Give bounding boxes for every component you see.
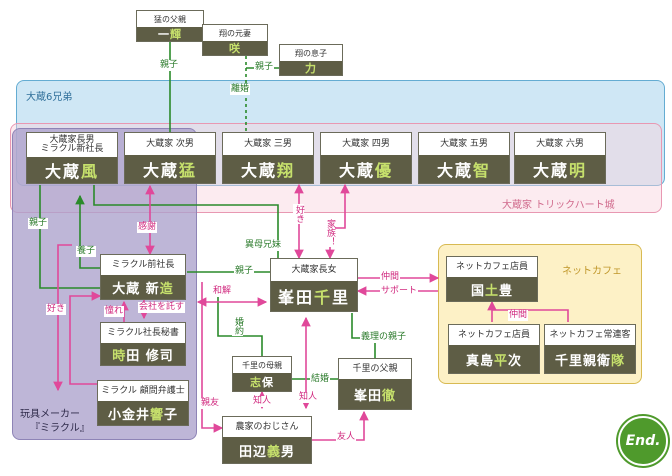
link-shinzou-shiho: [217, 286, 263, 356]
node-tokita[interactable]: ミラクル社長秘書 時田 修司: [100, 322, 186, 366]
node-name: 大蔵 猛: [125, 155, 215, 183]
node-name: 咲: [203, 41, 267, 55]
node-caption: 翔の元妻: [219, 28, 251, 38]
end-badge: End.: [618, 416, 668, 466]
castle-region-label: 大蔵家 トリックハート城: [502, 200, 615, 211]
node-akira[interactable]: 大蔵家 六男 大蔵 明: [514, 132, 606, 184]
link-friend: [312, 410, 369, 441]
link-kogai-shinzou: [69, 291, 102, 385]
relation-label-parent-chisato: 親子: [234, 266, 255, 277]
relation-label-reconcile: 和解: [212, 286, 233, 297]
node-takeshi[interactable]: 大蔵家 次男 大蔵 猛: [124, 132, 216, 184]
relation-label-acquaintance-2: 知人: [298, 392, 319, 403]
node-name: 大蔵 風: [27, 157, 117, 183]
node-caption: 猛の父親: [154, 14, 186, 24]
node-name: 大蔵 智: [419, 155, 509, 183]
node-name: 志保: [233, 373, 291, 391]
node-caption: 大蔵家長女: [291, 264, 337, 275]
node-name: 真島 平次: [449, 345, 539, 373]
node-caption: 大蔵家 次男: [146, 138, 194, 149]
node-kogai[interactable]: ミラクル 顧問弁護士 小金井 響子: [97, 380, 189, 426]
node-chisato-guard[interactable]: ネットカフェ常連客 千里親衛隊: [544, 324, 636, 374]
node-shinzou[interactable]: ミラクル前社長 大蔵 新造: [100, 254, 186, 300]
node-chisato[interactable]: 大蔵家長女 峯田 千里: [270, 258, 358, 312]
net-cafe-region-label: ネットカフェ: [562, 266, 622, 277]
toy-maker-name-label: 『ミラクル』: [30, 423, 90, 434]
node-name: 時田 修司: [101, 343, 185, 365]
relation-label-parent-ryoku: 親子: [254, 62, 275, 73]
relation-label-cafe-comrades: 仲間: [508, 310, 529, 321]
node-sho[interactable]: 大蔵家 三男 大蔵 翔: [222, 132, 314, 184]
node-yuu[interactable]: 大蔵家 四男 大蔵 優: [320, 132, 412, 184]
node-caption: 千里の母親: [242, 360, 282, 370]
relation-label-adoption: 養子: [76, 246, 97, 257]
node-satoshi[interactable]: 大蔵家 五男 大蔵 智: [418, 132, 510, 184]
node-name: 田辺 義男: [223, 437, 311, 463]
relation-label-marriage: 結婚: [310, 374, 331, 385]
link-cafe-friends: [492, 302, 569, 322]
relation-label-engagement: 婚約: [232, 316, 243, 336]
node-saki[interactable]: 翔の元妻 咲: [202, 24, 268, 56]
relation-label-parent-ikki: 親子: [159, 60, 180, 71]
toy-maker-label: 玩具メーカー: [20, 409, 80, 420]
relation-label-divorce: 離婚: [230, 84, 251, 95]
node-name: 峯田 徹: [339, 379, 411, 409]
relation-label-gratitude: 感謝: [137, 222, 158, 233]
node-name: 力: [280, 61, 342, 75]
node-name: 大蔵 優: [321, 155, 411, 183]
link-kogai-fuu: [53, 244, 72, 392]
node-fuu[interactable]: 大蔵家長男ミラクル新社長 大蔵 風: [26, 132, 118, 184]
node-caption: 農家のおじさん: [235, 421, 299, 432]
relation-label-step-parent: 義理の親子: [360, 332, 408, 343]
node-caption: 大蔵家 五男: [440, 138, 488, 149]
node-caption: ミラクル社長秘書: [107, 327, 179, 338]
node-name: 一輝: [137, 27, 203, 41]
link-fuu-shinzou: [39, 185, 100, 289]
node-caption: 千里の父親: [352, 363, 398, 374]
relation-label-love-kogai: 好き: [46, 304, 67, 315]
relation-label-comrades: 仲間: [380, 272, 401, 283]
node-tanabe[interactable]: 農家のおじさん 田辺 義男: [222, 416, 312, 464]
node-name: 峯田 千里: [271, 281, 357, 311]
node-kunitsuchi[interactable]: ネットカフェ店員 国土 豊: [446, 256, 538, 302]
node-caption: 大蔵家 四男: [342, 138, 390, 149]
node-caption: 大蔵家 三男: [244, 138, 292, 149]
node-toru[interactable]: 千里の父親 峯田 徹: [338, 358, 412, 410]
brothers-region-label: 大蔵6兄弟: [26, 92, 73, 103]
node-caption: ネットカフェ常連客: [549, 329, 631, 340]
link-shinzou-fuu-adopt: [75, 194, 100, 269]
node-caption: ネットカフェ店員: [455, 261, 528, 272]
relation-label-support: サポート: [380, 286, 419, 297]
node-caption: ミラクル 顧問弁護士: [101, 385, 185, 396]
node-majima[interactable]: ネットカフェ店員 真島 平次: [448, 324, 540, 374]
node-name: 国土 豊: [447, 277, 537, 301]
node-caption: ミラクル前社長: [111, 259, 175, 270]
node-caption: 大蔵家 六男: [536, 138, 584, 149]
node-name: 大蔵 新造: [101, 275, 185, 299]
node-name: 大蔵 明: [515, 155, 605, 183]
node-caption: 翔の息子: [295, 48, 327, 58]
relation-label-half-siblings: 異母兄妹: [244, 240, 283, 251]
relation-label-friend: 友人: [336, 432, 357, 443]
node-caption: ネットカフェ店員: [457, 329, 530, 340]
node-ikki[interactable]: 猛の父親 一輝: [136, 10, 204, 42]
relation-label-entrust: 会社を託す: [138, 302, 186, 313]
link-fuu-chisato: [93, 185, 283, 273]
node-ryoku[interactable]: 翔の息子 力: [279, 44, 343, 76]
node-shiho[interactable]: 千里の母親 志保: [232, 356, 292, 392]
node-name: 小金井 響子: [98, 401, 188, 425]
relation-label-family: 家族！: [324, 218, 335, 247]
link-best-friend: [201, 282, 224, 433]
relation-label-admiration: 憧れ: [104, 306, 125, 317]
relation-label-love-sho: 好き: [293, 204, 304, 224]
node-caption: 大蔵家長男ミラクル新社長: [40, 135, 104, 154]
node-name: 千里親衛隊: [545, 345, 635, 373]
relation-label-best-friend: 親友: [200, 398, 221, 409]
node-name: 大蔵 翔: [223, 155, 313, 183]
relation-label-parent-fuu: 親子: [28, 218, 49, 229]
relation-label-acquaintance-1: 知人: [252, 396, 273, 407]
